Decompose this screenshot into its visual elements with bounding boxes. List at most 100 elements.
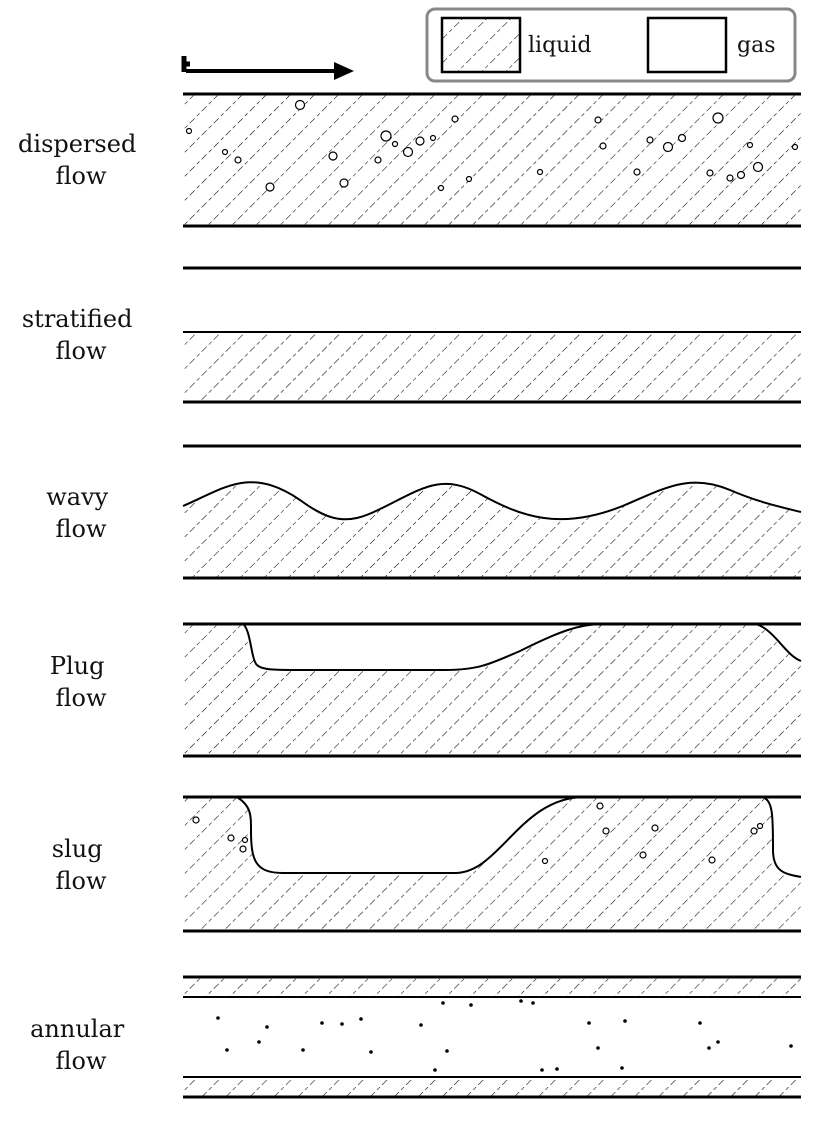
liquid-droplet: [225, 1048, 229, 1052]
liquid-droplet: [257, 1040, 261, 1044]
pipe-wavy: [182, 444, 802, 580]
gas-bubble: [736, 170, 746, 180]
gas-bubble: [706, 169, 714, 177]
gas-bubble: [677, 133, 687, 143]
slug-bubble-nose: [761, 796, 802, 878]
gas-bubble: [639, 851, 647, 859]
gas-bubble: [451, 115, 459, 123]
liquid-droplet: [555, 1067, 559, 1071]
gas-bubble: [402, 146, 414, 158]
gas-bubble: [750, 827, 758, 835]
liquid-droplet: [340, 1022, 344, 1026]
liquid-droplet: [433, 1068, 437, 1072]
wavy-interface: [182, 481, 802, 521]
gas-bubble: [227, 834, 235, 842]
liquid-fill: [183, 482, 801, 578]
gas-bubble: [239, 845, 247, 853]
label-annular-line2: flow: [56, 1047, 107, 1075]
gas-bubbles: [192, 802, 764, 865]
liquid-droplet: [359, 1017, 363, 1021]
legend: liquid gas: [425, 7, 797, 83]
gas-bubble: [294, 99, 306, 111]
liquid-droplet: [519, 999, 523, 1003]
liquid-droplet: [707, 1046, 711, 1050]
liquid-film-bottom: [183, 1077, 801, 1097]
gas-bubble: [541, 857, 549, 865]
legend-gas-label: gas: [737, 33, 776, 58]
slug-bubble-outline: [236, 796, 586, 874]
gas-bubble: [221, 148, 229, 156]
label-stratified-line2: flow: [56, 337, 107, 365]
gas-bubble: [712, 112, 724, 124]
liquid-droplet: [469, 1003, 473, 1007]
gas-bubble: [791, 143, 799, 151]
label-slug-line1: slug: [52, 835, 103, 863]
label-dispersed-line2: flow: [56, 162, 107, 190]
gas-bubble: [234, 156, 242, 164]
label-wavy: wavy flow: [46, 483, 116, 543]
pipe-annular: [183, 975, 801, 1099]
legend-gas-swatch: [646, 16, 728, 74]
gas-bubble: [391, 140, 399, 148]
liquid-fill: [183, 624, 801, 756]
gas-bubble: [429, 134, 437, 142]
liquid-droplet: [265, 1025, 269, 1029]
label-slug-line2: flow: [56, 867, 107, 895]
label-plug-line2: flow: [56, 684, 107, 712]
label-dispersed: dispersed flow: [18, 130, 144, 190]
liquid-droplet: [531, 1001, 535, 1005]
gas-bubble: [599, 142, 607, 150]
liquid-droplet: [301, 1048, 305, 1052]
liquid-droplet: [620, 1066, 624, 1070]
gas-bubble: [726, 174, 734, 182]
gas-bubble: [752, 161, 764, 173]
gas-bubbles: [185, 99, 799, 192]
liquid-droplet: [698, 1021, 702, 1025]
liquid-droplet: [587, 1021, 591, 1025]
liquid-droplet: [540, 1068, 544, 1072]
gas-bubble: [646, 136, 654, 144]
gas-bubble: [756, 822, 764, 830]
liquid-droplet: [623, 1019, 627, 1023]
row-labels: dispersed flow stratified flow wavy flow…: [18, 130, 144, 1075]
gas-bubble: [746, 141, 754, 149]
gas-bubble: [241, 836, 249, 844]
label-plug: Plug flow: [50, 652, 112, 712]
gas-bubble: [265, 182, 275, 192]
gas-bubble: [662, 141, 674, 153]
label-dispersed-line1: dispersed: [18, 130, 136, 158]
pipe-plug: [183, 622, 802, 758]
liquid-droplet: [716, 1040, 720, 1044]
gas-bubble: [651, 824, 659, 832]
gas-bubble: [374, 156, 382, 164]
liquid-fill: [183, 332, 801, 402]
liquid-fill: [183, 94, 801, 226]
gas-bubble: [328, 151, 338, 161]
label-stratified: stratified flow: [22, 305, 140, 365]
pipe-slug: [183, 795, 802, 933]
pipe-stratified: [183, 266, 801, 404]
liquid-droplet: [419, 1023, 423, 1027]
liquid-droplet: [445, 1049, 449, 1053]
gas-bubble: [380, 130, 392, 142]
gas-bubble: [465, 175, 473, 183]
liquid-droplet: [789, 1044, 793, 1048]
gas-bubble: [192, 816, 200, 824]
liquid-droplet: [596, 1046, 600, 1050]
liquid-droplet: [216, 1016, 220, 1020]
liquid-droplet: [441, 1001, 445, 1005]
label-stratified-line1: stratified: [22, 305, 133, 333]
gas-bubble: [437, 184, 445, 192]
label-slug: slug flow: [52, 835, 110, 895]
gas-bubble: [708, 856, 716, 864]
liquid-droplets: [216, 999, 793, 1072]
plug-bubble-nose: [755, 623, 802, 662]
gas-bubble: [339, 178, 349, 188]
label-annular: annular flow: [30, 1015, 132, 1075]
liquid-droplet: [320, 1021, 324, 1025]
gas-bubble: [602, 827, 610, 835]
gas-bubble: [594, 116, 602, 124]
label-wavy-line2: flow: [56, 515, 107, 543]
liquid-droplet: [369, 1050, 373, 1054]
